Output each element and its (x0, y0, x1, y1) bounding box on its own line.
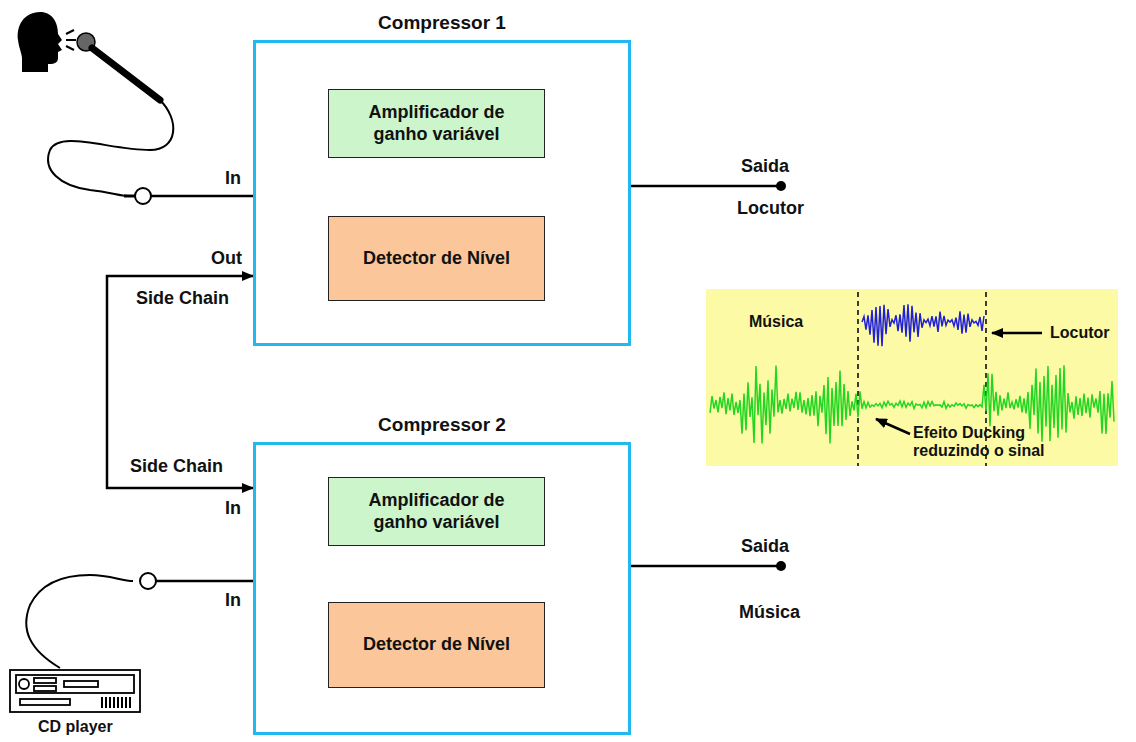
signal-label: Side Chain (136, 288, 229, 309)
output-terminal (776, 181, 786, 191)
box-text: Detector de Nível (348, 248, 526, 270)
grille-stroke (129, 697, 131, 708)
detector-box: Detector de Nível (328, 602, 545, 688)
grille-stroke (113, 697, 115, 708)
inset-ground (706, 289, 1118, 466)
cd-player-icon (10, 670, 140, 712)
voice-lines (66, 30, 76, 50)
mic-body (92, 48, 160, 100)
signal-label: Side Chain (130, 456, 223, 477)
output-label: Saida (741, 536, 789, 557)
leader-arrow (876, 419, 910, 434)
inset-label: Música (749, 313, 803, 331)
input-jack (140, 573, 156, 589)
output-terminal (776, 561, 786, 571)
signal-label: Out (211, 248, 242, 269)
grille-stroke (105, 697, 107, 708)
output-label: Locutor (737, 198, 804, 219)
grille-stroke (109, 697, 111, 708)
cd-grille (102, 697, 130, 708)
speaker-head (18, 12, 62, 72)
grille-stroke (125, 697, 127, 708)
amplifier-box: Amplificador de ganho variável (328, 477, 545, 546)
output-wire (631, 185, 780, 188)
inset-label: Locutor (1050, 324, 1110, 342)
grille-stroke (101, 697, 103, 708)
device-label: CD player (38, 718, 113, 736)
voice-waveform (862, 304, 984, 346)
signal-label: In (225, 168, 241, 189)
grille-stroke (117, 697, 119, 708)
amplifier-box: Amplificador de ganho variável (328, 89, 545, 158)
callout-note: Efeito Ducking reduzindo o sinal (913, 424, 1063, 461)
box-heading: Compressor 2 (256, 414, 628, 436)
side-chain-connector (107, 276, 253, 488)
signal-label: In (225, 590, 241, 611)
signal-label: In (225, 498, 241, 519)
grille-stroke (121, 697, 123, 708)
box-heading: Compressor 1 (256, 12, 628, 34)
leader-arrow (992, 332, 1042, 335)
output-wire (631, 565, 780, 568)
mic-cable (48, 100, 173, 196)
compressor-box: Compressor 2Amplificador de ganho variáv… (253, 442, 631, 735)
box-text: Amplificador de ganho variável (348, 490, 526, 533)
box-text: Detector de Nível (348, 634, 526, 656)
music-waveform (710, 365, 1114, 443)
box-text: Amplificador de ganho variável (348, 102, 526, 145)
output-label: Saida (741, 156, 789, 177)
mic-plug (124, 195, 135, 198)
cd-cable (26, 575, 133, 668)
compressor-box: Compressor 1Amplificador de ganho variáv… (253, 40, 631, 346)
input-jack (135, 188, 151, 204)
output-label: Música (739, 602, 800, 623)
detector-box: Detector de Nível (328, 216, 545, 301)
